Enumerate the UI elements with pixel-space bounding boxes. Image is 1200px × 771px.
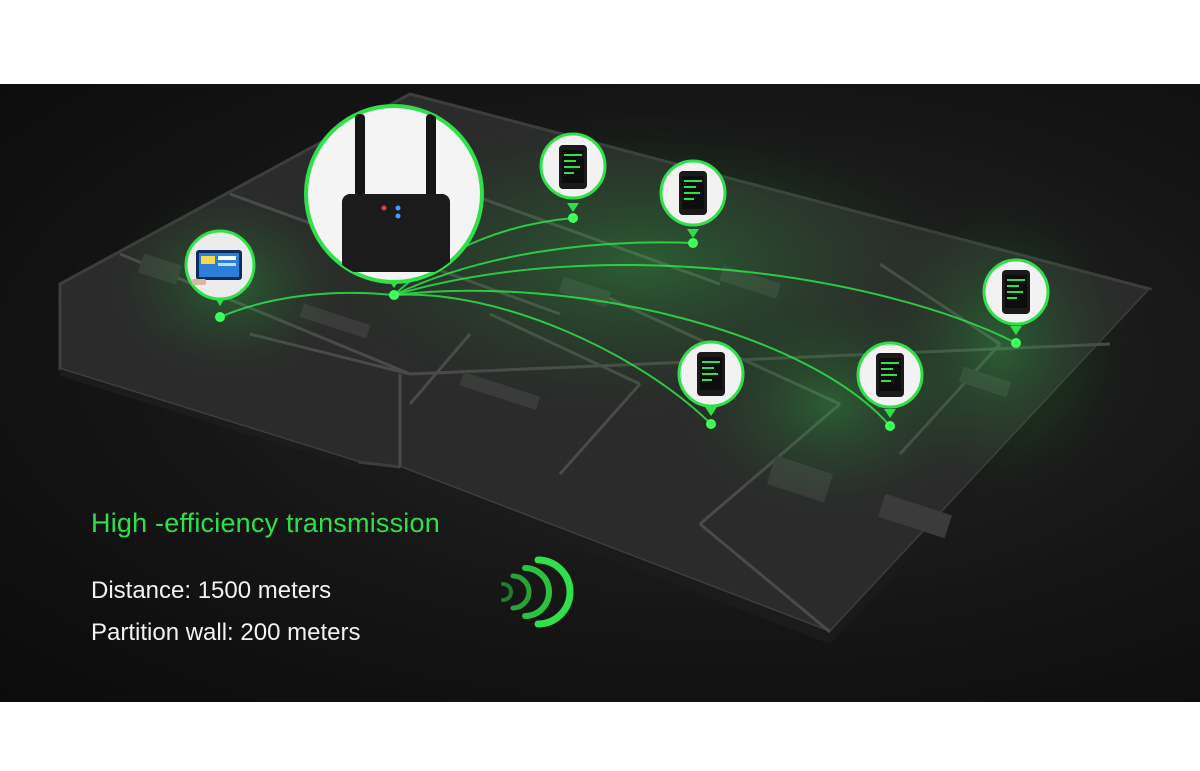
smartphone-icon: [982, 258, 1050, 335]
product-banner: High -efficiency transmission Distance: …: [0, 84, 1200, 702]
signal-endpoints: [215, 213, 1021, 431]
wifi-signal-icon: [501, 556, 574, 628]
partition-wall-spec: Partition wall: 200 meters: [91, 619, 361, 646]
distance-spec: Distance: 1500 meters: [91, 577, 332, 604]
headline: High -efficiency transmission: [91, 508, 440, 538]
router-icon: [304, 104, 484, 288]
signal-lines: [219, 217, 1017, 427]
smartphone-icon: [677, 340, 745, 416]
alarm-panel-icon: [184, 229, 256, 306]
smartphone-icon: [856, 341, 924, 418]
smartphone-icon: [659, 159, 727, 238]
floorplan-illustration: [58, 92, 1153, 644]
smartphone-icon: [539, 132, 607, 212]
